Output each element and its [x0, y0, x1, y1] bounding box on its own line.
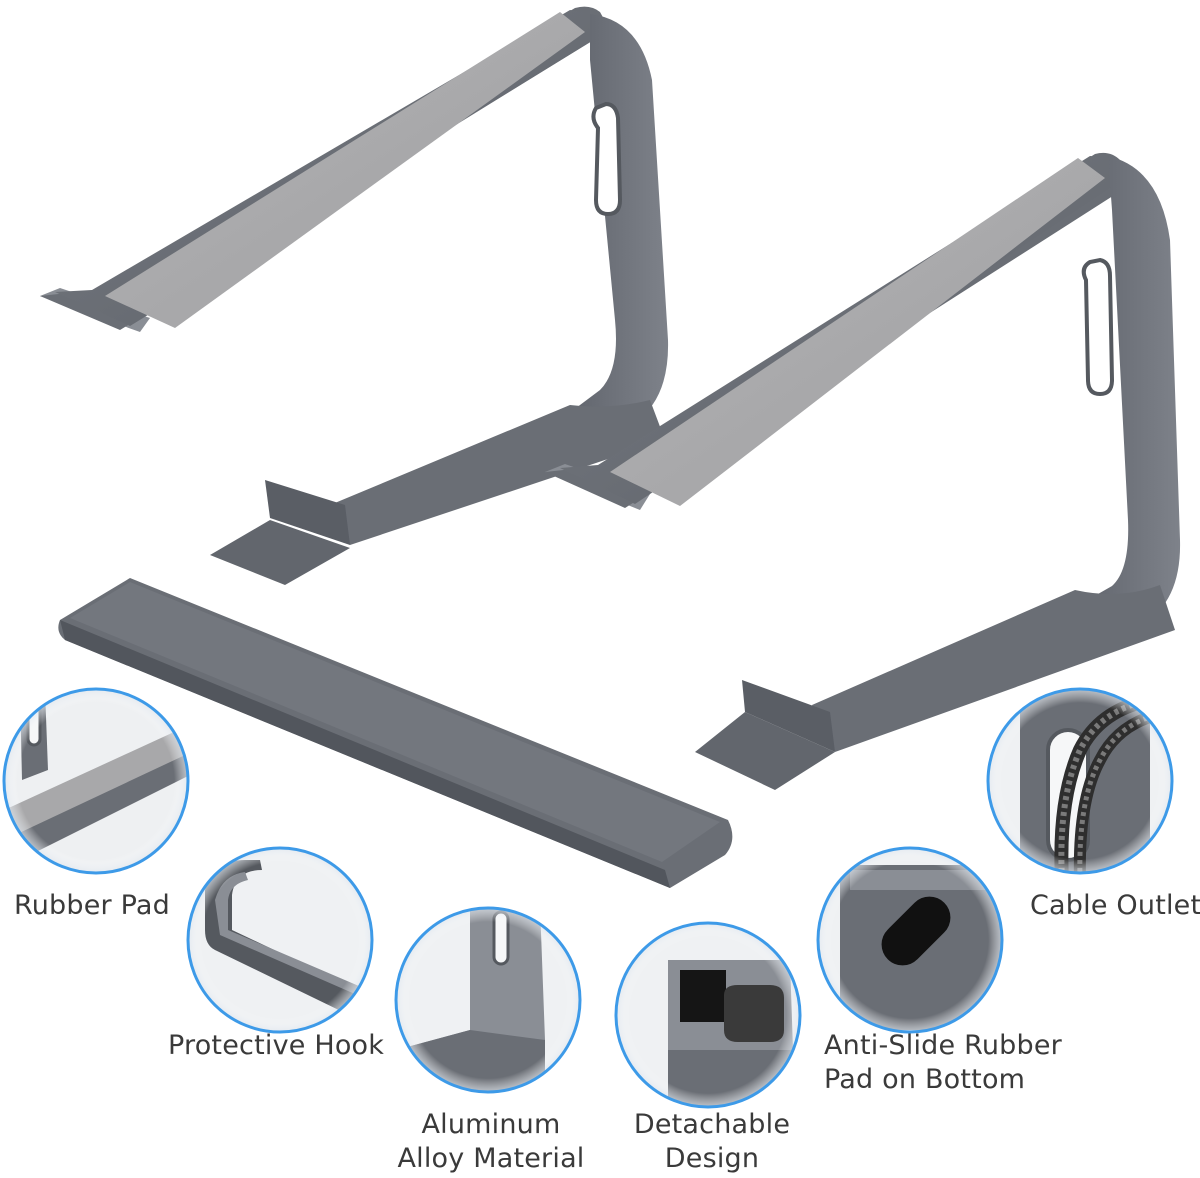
- label-cable-outlet: Cable Outlet: [1030, 889, 1200, 923]
- rubber-pad-circle: [2, 687, 190, 875]
- detached-bar: [58, 578, 733, 888]
- left-stand: [40, 6, 669, 585]
- label-protective-hook: Protective Hook: [168, 1029, 384, 1063]
- label-line: Design: [664, 1143, 760, 1174]
- label-line: Protective Hook: [168, 1030, 385, 1061]
- cable-outlet-circle: [986, 687, 1174, 875]
- label-rubber-pad: Rubber Pad: [14, 889, 170, 923]
- protective-hook-circle: [186, 846, 374, 1034]
- label-line: Aluminum: [421, 1109, 561, 1140]
- label-aluminum-alloy: Aluminum Alloy Material: [396, 1108, 586, 1176]
- label-line: Anti-Slide Rubber: [824, 1030, 1062, 1061]
- label-anti-slide-pad: Anti-Slide Rubber Pad on Bottom: [824, 1029, 1062, 1097]
- label-line: Rubber Pad: [14, 890, 170, 921]
- aluminum-alloy-circle: [394, 906, 582, 1094]
- detachable-design-circle: [614, 921, 802, 1109]
- label-line: Alloy Material: [397, 1143, 585, 1174]
- anti-slide-pad-circle: [816, 846, 1004, 1034]
- label-detachable-design: Detachable Design: [622, 1108, 802, 1176]
- label-line: Cable Outlet: [1030, 890, 1200, 921]
- right-stand: [545, 152, 1181, 790]
- label-line: Pad on Bottom: [824, 1064, 1026, 1095]
- label-line: Detachable: [633, 1109, 791, 1140]
